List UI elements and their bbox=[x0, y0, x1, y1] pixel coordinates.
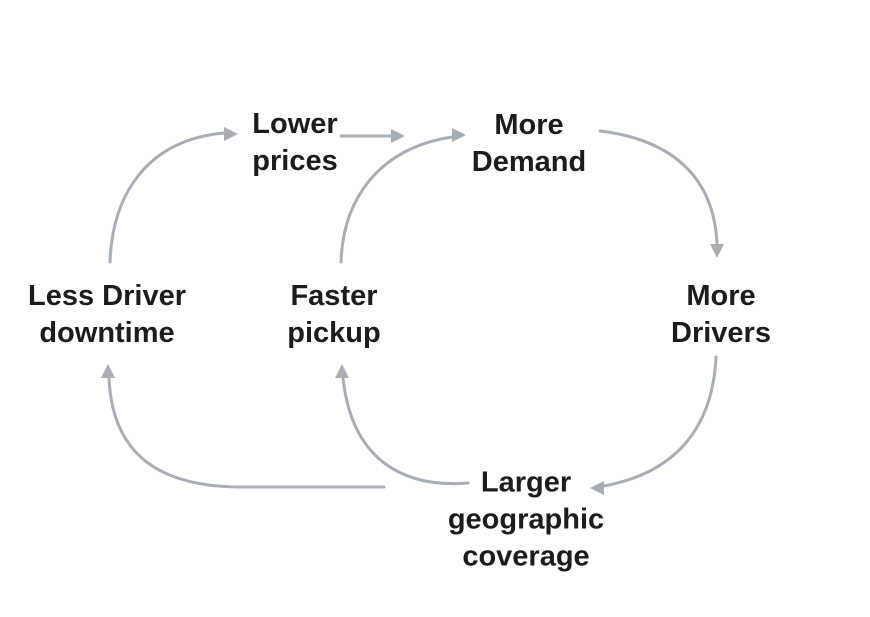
edge-more-demand-to-more-drivers bbox=[598, 129, 724, 258]
node-more-drivers: More Drivers bbox=[671, 280, 771, 349]
edge-larger-geographic-coverage-to-less-driver-downtime bbox=[101, 364, 386, 489]
node-larger-geographic-coverage: Larger geographic coverage bbox=[447, 466, 605, 573]
arrowhead-right-icon bbox=[452, 128, 466, 142]
node-faster-pickup: Faster pickup bbox=[287, 280, 381, 349]
node-less-driver-downtime: Less Driver downtime bbox=[28, 280, 186, 349]
edge-lower-prices-to-more-demand bbox=[339, 129, 405, 143]
arrowhead-up-icon bbox=[335, 364, 349, 378]
node-lower-prices: Lower prices bbox=[252, 108, 338, 177]
arrowhead-down-icon bbox=[710, 244, 724, 258]
node-more-demand: More Demand bbox=[471, 109, 587, 178]
edge-larger-geographic-coverage-to-faster-pickup bbox=[335, 364, 470, 486]
edge-faster-pickup-to-more-demand bbox=[339, 128, 466, 264]
edge-less-driver-downtime-to-lower-prices bbox=[108, 127, 238, 264]
arrowhead-up-icon bbox=[101, 364, 115, 378]
arrowhead-right-icon bbox=[224, 127, 238, 141]
edge-more-drivers-to-larger-geographic-coverage bbox=[590, 355, 718, 495]
arrowhead-right-icon bbox=[391, 129, 405, 143]
arrowhead-left-icon bbox=[590, 481, 604, 495]
